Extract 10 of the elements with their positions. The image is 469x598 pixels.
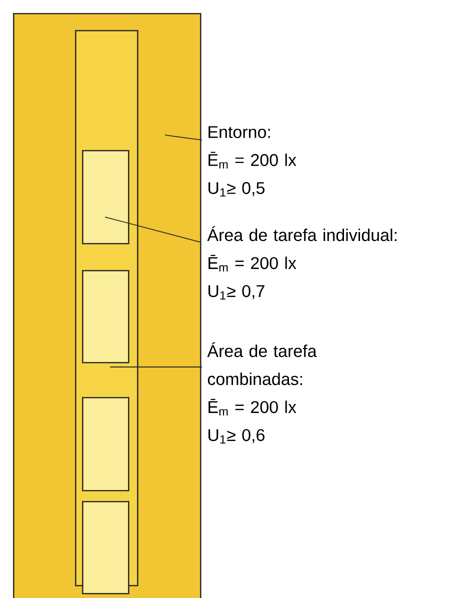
task-area — [82, 270, 130, 364]
leader-line — [104, 216, 200, 242]
task-area — [82, 397, 130, 492]
task-area — [82, 150, 130, 244]
leader-line — [164, 134, 202, 140]
callout-text: Área de tarefa combinadas: Ē$_{m}$ = 200 lx U$_{1}$≥ 0,6 — [207, 342, 317, 444]
callout-text: Entorno: Ē$_{m}$ = 200 lx U$_{1}$≥ 0,5 — [208, 126, 296, 196]
callout-text: Área de tarefa individual: Ē$_{m}$ = 200 lx U$_{1}$≥ 0,7 — [207, 226, 396, 300]
task-area — [82, 501, 130, 594]
leader-line — [110, 366, 202, 368]
